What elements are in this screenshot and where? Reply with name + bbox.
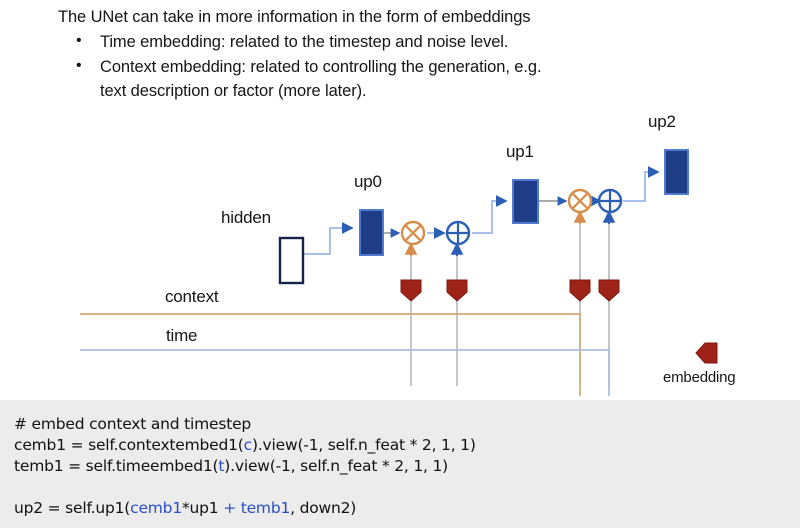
operator-add-1	[445, 220, 471, 246]
bullet-marker: •	[76, 31, 82, 49]
embedding-marker-1	[400, 279, 422, 302]
label-legend-embedding: embedding	[663, 369, 736, 386]
text-block: The UNet can take in more information in…	[58, 6, 778, 104]
code-line-3	[14, 477, 800, 498]
diagram-canvas	[80, 149, 718, 396]
label-up1: up1	[506, 142, 534, 161]
list-item-continuation: text description or factor (more later).	[58, 79, 778, 104]
code-token: *up1	[181, 499, 224, 517]
code-token: ).view(-1, self.n_feat * 2, 1, 1)	[224, 457, 448, 475]
operator-multiply-1	[400, 220, 426, 246]
operator-add-2	[597, 188, 623, 214]
code-block: # embed context and timestep cemb1 = sel…	[0, 400, 800, 528]
code-line-1: cemb1 = self.contextembed1(c).view(-1, s…	[14, 435, 800, 456]
code-token: cemb1	[130, 499, 182, 517]
code-token: # embed context and timestep	[14, 415, 252, 433]
label-up2: up2	[648, 112, 676, 131]
block-hidden	[278, 236, 305, 285]
code-token: ).view(-1, self.n_feat * 2, 1, 1)	[251, 436, 476, 454]
code-line-0: # embed context and timestep	[14, 414, 800, 435]
edge-add2-to-up2	[623, 166, 660, 202]
label-up0: up0	[354, 172, 382, 191]
list-item-label: Context embedding: related to controllin…	[100, 57, 542, 76]
code-token: up2 = self.up1(	[14, 499, 131, 517]
list-item-label: Time embedding: related to the timestep …	[100, 32, 509, 51]
list-item: • Time embedding: related to the timeste…	[58, 30, 778, 55]
label-time: time	[166, 326, 198, 345]
code-token: c	[243, 436, 253, 454]
label-hidden: hidden	[221, 208, 271, 227]
label-context: context	[165, 287, 219, 306]
edge-hidden-to-up0	[303, 222, 354, 255]
code-token: temb1 = self.timeembed1(	[14, 457, 219, 475]
embedding-marker-4	[598, 279, 620, 302]
embedding-marker-2	[446, 279, 468, 302]
list-item-label: text description or factor (more later).	[100, 82, 367, 101]
block-up2	[664, 149, 689, 195]
rail-time	[80, 349, 610, 396]
embedding-marker-3	[569, 279, 591, 302]
rail-context	[80, 313, 581, 396]
code-token: + temb1	[223, 499, 291, 517]
bullet-list: • Time embedding: related to the timeste…	[58, 30, 778, 104]
edge-add1-to-up1	[472, 195, 508, 234]
block-up0	[359, 209, 384, 256]
code-line-4: up2 = self.up1(cemb1*up1 + temb1, down2)	[14, 498, 800, 519]
page-title: The UNet can take in more information in…	[58, 8, 531, 26]
legend-embedding-icon	[695, 342, 718, 364]
code-token: cemb1 = self.contextembed1(	[14, 436, 244, 454]
bullet-marker: •	[76, 56, 82, 74]
list-item: • Context embedding: related to controll…	[58, 55, 778, 80]
code-token: t	[218, 457, 225, 475]
code-token: , down2)	[290, 499, 357, 517]
code-line-2: temb1 = self.timeembed1(t).view(-1, self…	[14, 456, 800, 477]
operator-multiply-2	[567, 188, 593, 214]
unet-embedding-diagram: hidden up0 up1 up2 context time embeddin…	[0, 104, 800, 396]
block-up1	[512, 179, 539, 224]
